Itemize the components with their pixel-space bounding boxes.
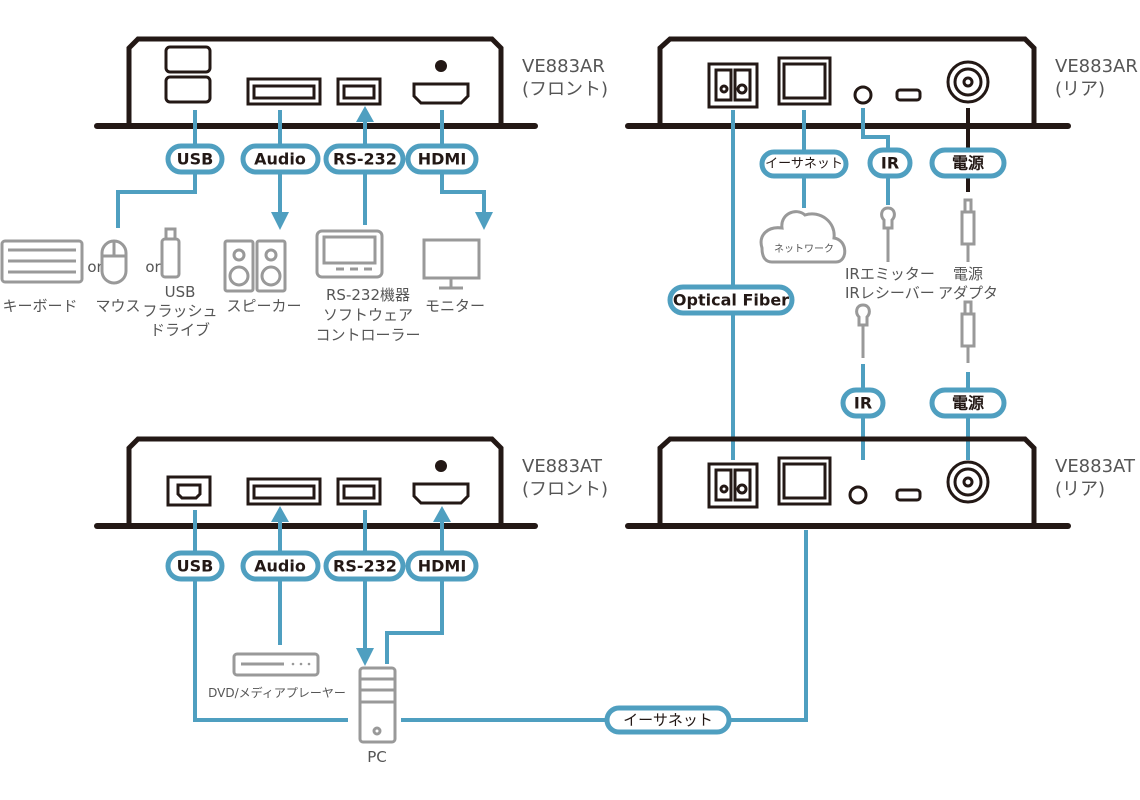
rs232-device-icon	[315, 229, 384, 279]
pill-optical-fiber: Optical Fiber	[667, 284, 795, 316]
receiver-front-unit: VE883AR (フロント)	[94, 36, 608, 129]
fiber-port	[707, 462, 759, 509]
pill-power: 電源	[929, 387, 1007, 419]
or-label: or	[87, 258, 103, 276]
power-jack	[946, 460, 990, 504]
svg-text:USB: USB	[177, 557, 214, 576]
svg-text:RS-232: RS-232	[333, 557, 397, 576]
svg-text:ネットワーク: ネットワーク	[774, 243, 834, 255]
model-side: (リア)	[1055, 479, 1105, 500]
model-name: VE883AT	[1055, 456, 1136, 477]
power-jack	[946, 60, 990, 104]
ethernet-port	[777, 456, 832, 506]
pc-label: PC	[367, 748, 387, 766]
model-side: (リア)	[1055, 79, 1105, 100]
pill-ethernet: イーサネット	[604, 705, 732, 735]
svg-text:Optical Fiber: Optical Fiber	[673, 291, 789, 310]
rs232-terminal	[336, 477, 382, 506]
pill-rs232: RS-232	[323, 550, 406, 582]
mouse-label: マウス	[95, 297, 140, 315]
svg-text:イーサネット: イーサネット	[623, 711, 713, 729]
model-side: (フロント)	[522, 479, 608, 500]
svg-text:電源: 電源	[952, 154, 984, 173]
power-plug-icon	[960, 300, 976, 363]
micro-usb-port	[895, 488, 922, 502]
dvd-player-icon	[232, 652, 320, 677]
rs232-device-label: ソフトウェア	[323, 306, 413, 324]
usb-flash-label: USB	[165, 283, 196, 301]
usb-a-port	[164, 45, 212, 74]
pc-tower-icon	[358, 666, 397, 744]
usb-b-port	[166, 475, 212, 507]
hdmi-port	[412, 482, 470, 505]
pill-ir: IR	[840, 387, 886, 419]
svg-text:USB: USB	[177, 150, 214, 169]
pill-audio: Audio	[240, 550, 321, 582]
audio-terminal	[246, 477, 322, 506]
pill-hdmi: HDMI	[405, 143, 479, 175]
model-side: (フロント)	[522, 79, 608, 100]
or-label: or	[145, 258, 161, 276]
speaker-icon	[223, 239, 287, 293]
ir-jack	[848, 485, 868, 505]
ir-emitter-icon	[880, 206, 896, 262]
pill-audio: Audio	[240, 143, 321, 175]
pill-usb: USB	[165, 143, 225, 175]
svg-text:IR: IR	[881, 154, 899, 173]
audio-terminal	[246, 77, 322, 106]
svg-text:イーサネット: イーサネット	[765, 157, 843, 172]
pill-hdmi: HDMI	[405, 550, 479, 582]
model-name: VE883AR	[522, 56, 605, 77]
hdmi-port	[412, 82, 470, 105]
pill-ir: IR	[867, 147, 913, 179]
svg-text:HDMI: HDMI	[418, 557, 467, 576]
speaker-label: スピーカー	[226, 297, 301, 315]
dvd-player-label: DVD/メディアプレーヤー	[208, 685, 346, 700]
ethernet-port	[777, 56, 832, 106]
screw-icon	[435, 60, 447, 72]
fiber-port	[707, 62, 759, 109]
pill-rs232: RS-232	[323, 143, 406, 175]
usb-flash-label: ドライブ	[150, 321, 210, 339]
model-name: VE883AT	[522, 456, 603, 477]
rs232-device-label: コントローラー	[315, 326, 420, 344]
usb-flash-label: フラッシュ	[142, 302, 217, 320]
mouse-icon	[100, 239, 128, 285]
rs232-terminal	[336, 77, 382, 106]
power-adapter-label: アダプタ	[938, 284, 998, 302]
micro-usb-port	[895, 88, 922, 102]
rs232-device-label: RS-232機器	[326, 286, 410, 304]
keyboard-label: キーボード	[2, 297, 77, 315]
usb-flash-drive-icon	[160, 227, 181, 279]
network-cloud-icon: ネットワーク	[759, 210, 847, 264]
ir-jack	[853, 85, 873, 105]
screw-icon	[435, 460, 447, 472]
ir-emitter-icon	[855, 303, 871, 358]
power-adapter-label: 電源	[953, 265, 983, 283]
transmitter-rear-unit: VE883AT (リア)	[625, 436, 1136, 529]
transmitter-front-unit: VE883AT (フロント)	[94, 436, 608, 529]
ir-receiver-label: IRレシーバー	[845, 284, 935, 302]
pill-power: 電源	[929, 147, 1007, 179]
ir-emitter-label: IRエミッター	[845, 265, 935, 283]
svg-text:電源: 電源	[952, 394, 984, 413]
receiver-rear-unit: VE883AR (リア)	[625, 36, 1138, 129]
svg-text:Audio: Audio	[254, 557, 306, 576]
power-plug-icon	[960, 198, 976, 262]
svg-text:HDMI: HDMI	[418, 150, 467, 169]
model-name: VE883AR	[1055, 56, 1138, 77]
pill-usb: USB	[165, 550, 225, 582]
monitor-icon	[422, 238, 481, 290]
pill-ethernet: イーサネット	[759, 149, 849, 179]
svg-text:RS-232: RS-232	[333, 150, 397, 169]
monitor-label: モニター	[425, 297, 485, 315]
keyboard-icon	[0, 239, 84, 284]
svg-text:Audio: Audio	[254, 150, 306, 169]
usb-a-port	[164, 75, 212, 104]
svg-text:IR: IR	[854, 394, 872, 413]
